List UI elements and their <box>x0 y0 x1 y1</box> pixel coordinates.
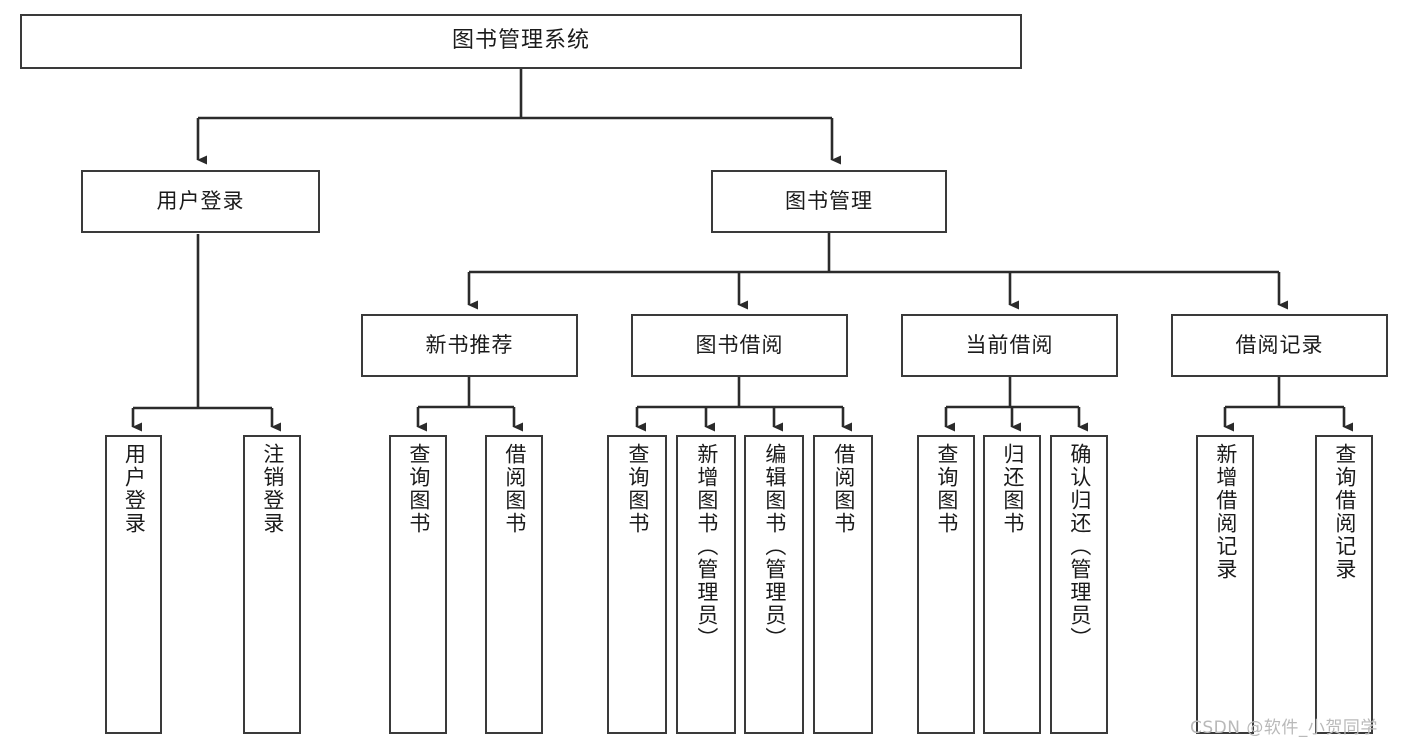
leaf-current-return-book[interactable]: 归还图书 <box>983 435 1041 734</box>
node-label: 新增图书（管理员） <box>694 443 719 650</box>
node-label: 借阅图书 <box>831 443 856 535</box>
leaf-recommend-borrow-book[interactable]: 借阅图书 <box>485 435 543 734</box>
node-label: 新增借阅记录 <box>1213 443 1238 581</box>
node-label: 注销登录 <box>260 443 285 535</box>
leaf-record-add-record[interactable]: 新增借阅记录 <box>1196 435 1254 734</box>
leaf-borrow-borrow-book[interactable]: 借阅图书 <box>813 435 873 734</box>
node-label: 当前借阅 <box>965 332 1054 357</box>
node-label: 新书推荐 <box>425 332 514 357</box>
node-new-book-recommend[interactable]: 新书推荐 <box>361 314 578 377</box>
node-label: 图书管理系统 <box>451 28 590 54</box>
node-label: 查询借阅记录 <box>1332 443 1357 581</box>
leaf-user-login-signout[interactable]: 注销登录 <box>243 435 301 734</box>
node-current-borrow[interactable]: 当前借阅 <box>901 314 1118 377</box>
node-label: 图书借阅 <box>695 332 784 357</box>
node-label: 用户登录 <box>156 188 245 213</box>
node-label: 用户登录 <box>122 443 147 535</box>
node-label: 图书管理 <box>785 188 873 213</box>
node-label: 查询图书 <box>406 443 431 535</box>
leaf-current-confirm-return-admin[interactable]: 确认归还（管理员） <box>1050 435 1108 734</box>
node-user-login[interactable]: 用户登录 <box>81 170 320 233</box>
node-label: 查询图书 <box>934 443 959 535</box>
node-borrow-record[interactable]: 借阅记录 <box>1171 314 1388 377</box>
leaf-borrow-query-book[interactable]: 查询图书 <box>607 435 667 734</box>
leaf-borrow-add-book-admin[interactable]: 新增图书（管理员） <box>676 435 736 734</box>
leaf-recommend-query-book[interactable]: 查询图书 <box>389 435 447 734</box>
node-label: 查询图书 <box>625 443 650 535</box>
node-label: 借阅图书 <box>502 443 527 535</box>
node-label: 编辑图书（管理员） <box>762 443 787 650</box>
node-label: 借阅记录 <box>1235 332 1324 357</box>
leaf-user-login-signin[interactable]: 用户登录 <box>105 435 162 734</box>
node-book-management[interactable]: 图书管理 <box>711 170 947 233</box>
csdn-watermark: CSDN @软件_小贺同学 <box>1190 718 1378 738</box>
node-root-system[interactable]: 图书管理系统 <box>20 14 1022 69</box>
node-book-borrow[interactable]: 图书借阅 <box>631 314 848 377</box>
node-label: 确认归还（管理员） <box>1067 443 1092 650</box>
leaf-current-query-book[interactable]: 查询图书 <box>917 435 975 734</box>
leaf-record-query-record[interactable]: 查询借阅记录 <box>1315 435 1373 734</box>
node-label: 归还图书 <box>1000 443 1025 535</box>
leaf-borrow-edit-book-admin[interactable]: 编辑图书（管理员） <box>744 435 804 734</box>
